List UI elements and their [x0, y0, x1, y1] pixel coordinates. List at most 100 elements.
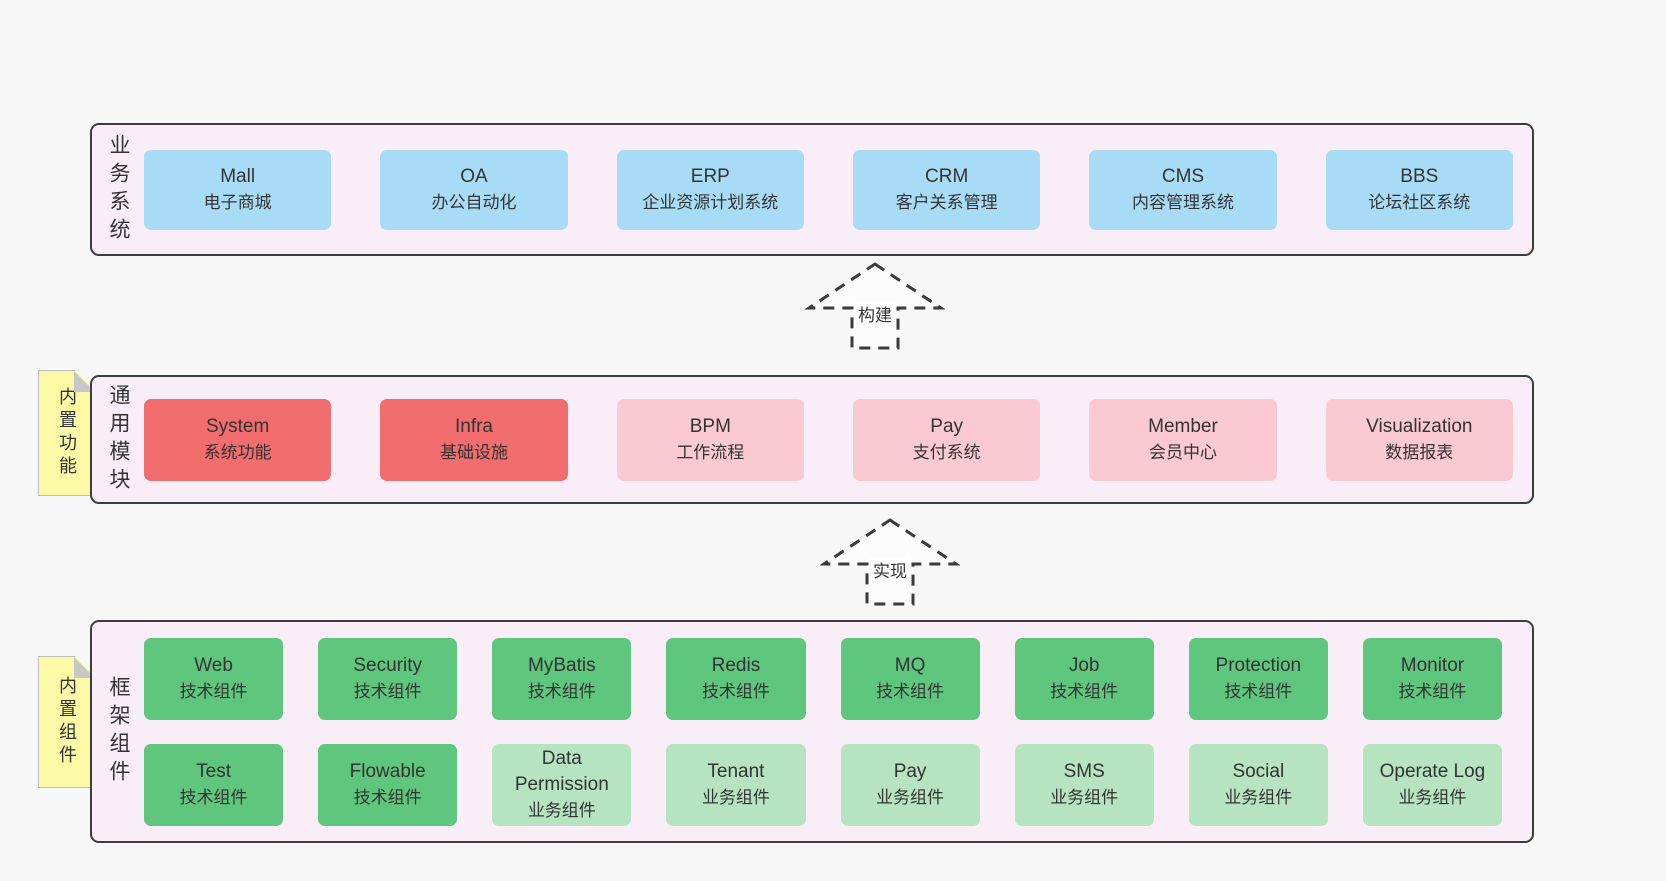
- box-subtitle: 业务组件: [1398, 787, 1467, 807]
- box-operate-log: Operate Log 业务组件: [1362, 743, 1502, 826]
- box-subtitle: 业务组件: [701, 787, 770, 807]
- box-subtitle: 办公自动化: [431, 192, 517, 212]
- box-subtitle: 企业资源计划系统: [642, 192, 779, 212]
- box-subtitle: 技术组件: [701, 681, 770, 701]
- box-erp: ERP 企业资源计划系统: [616, 149, 804, 230]
- box-title: Job: [1068, 654, 1100, 676]
- box-subtitle: 技术组件: [179, 681, 248, 701]
- box-subtitle: 基础设施: [439, 442, 508, 462]
- box-subtitle: 会员中心: [1148, 442, 1217, 462]
- box-title: OA: [460, 165, 488, 187]
- box-subtitle: 技术组件: [179, 787, 248, 807]
- section-framework-components: 框架组件 Web 技术组件 Security 技术组件 MyBatis 技术组件…: [90, 620, 1534, 843]
- sticky-label: 内置组件: [57, 676, 77, 768]
- box-oa: OA 办公自动化: [380, 149, 568, 230]
- box-title: BPM: [689, 415, 731, 437]
- box-web: Web 技术组件: [144, 637, 284, 720]
- sticky-built-in-features: 内置功能: [38, 370, 96, 496]
- box-title: Operate Log: [1379, 760, 1486, 782]
- box-subtitle: 业务组件: [527, 800, 596, 820]
- box-flowable: Flowable 技术组件: [318, 743, 458, 826]
- box-title: Redis: [711, 654, 761, 676]
- box-title: Visualization: [1366, 415, 1473, 437]
- box-job: Job 技术组件: [1014, 637, 1154, 720]
- box-security: Security 技术组件: [318, 637, 458, 720]
- box-title: Protection: [1215, 654, 1302, 676]
- box-title: BBS: [1400, 165, 1439, 187]
- box-subtitle: 客户关系管理: [895, 192, 998, 212]
- box-crm: CRM 客户关系管理: [852, 149, 1041, 230]
- box-title: Security: [353, 654, 422, 676]
- arrow-build: 构建: [805, 261, 945, 351]
- box-title: ERP: [690, 165, 730, 187]
- box-title: Social: [1232, 760, 1285, 782]
- box-title: Member: [1148, 415, 1218, 437]
- box-pay-component: Pay 业务组件: [840, 743, 980, 826]
- business-box-row: Mall 电子商城 OA 办公自动化 ERP 企业资源计划系统 CRM 客户关系…: [144, 125, 1532, 254]
- box-subtitle: 工作流程: [676, 442, 745, 462]
- components-row-1: Web 技术组件 Security 技术组件 MyBatis 技术组件 Redi…: [144, 637, 1502, 720]
- section-label-business-systems: 业务系统: [107, 133, 130, 246]
- box-title: SMS: [1063, 760, 1105, 782]
- box-redis: Redis 技术组件: [666, 637, 806, 720]
- box-title: Tenant: [707, 760, 765, 782]
- box-member: Member 会员中心: [1089, 398, 1277, 481]
- box-title: Mall: [220, 165, 256, 187]
- box-title: Monitor: [1400, 654, 1465, 676]
- modules-box-row: System 系统功能 Infra 基础设施 BPM 工作流程 Pay 支付系统…: [144, 377, 1532, 502]
- box-title: Infra: [454, 415, 493, 437]
- arrow-build-label: 构建: [855, 301, 895, 326]
- box-subtitle: 业务组件: [1224, 787, 1293, 807]
- box-title: CMS: [1161, 165, 1205, 187]
- box-subtitle: 技术组件: [527, 681, 596, 701]
- box-bpm: BPM 工作流程: [616, 398, 804, 481]
- box-subtitle: 论坛社区系统: [1368, 192, 1471, 212]
- box-bbs: BBS 论坛社区系统: [1325, 149, 1513, 230]
- components-row-2: Test 技术组件 Flowable 技术组件 Data Permission …: [144, 743, 1502, 826]
- box-title: Test: [196, 760, 231, 782]
- section-common-modules: 通用模块 System 系统功能 Infra 基础设施 BPM 工作流程 Pay…: [90, 375, 1534, 504]
- box-sms: SMS 业务组件: [1014, 743, 1154, 826]
- box-title: System: [205, 415, 270, 437]
- box-test: Test 技术组件: [144, 743, 284, 826]
- arrow-implement-label: 实现: [870, 557, 910, 582]
- box-subtitle: 数据报表: [1385, 442, 1454, 462]
- section-label-common-modules: 通用模块: [107, 383, 130, 496]
- box-pay-system: Pay 支付系统: [852, 398, 1041, 481]
- box-cms: CMS 内容管理系统: [1089, 149, 1277, 230]
- section-label-framework-components: 框架组件: [107, 675, 130, 788]
- box-subtitle: 系统功能: [203, 442, 272, 462]
- box-mq: MQ 技术组件: [840, 637, 980, 720]
- box-title: Pay: [930, 415, 964, 437]
- box-title: Data Permission: [514, 747, 609, 795]
- box-subtitle: 技术组件: [1224, 681, 1293, 701]
- box-subtitle: 技术组件: [876, 681, 945, 701]
- box-infra: Infra 基础设施: [380, 398, 568, 481]
- box-title: MQ: [894, 654, 926, 676]
- box-title: CRM: [925, 165, 969, 187]
- sticky-built-in-components: 内置组件: [38, 656, 96, 788]
- box-subtitle: 支付系统: [912, 442, 981, 462]
- box-tenant: Tenant 业务组件: [666, 743, 806, 826]
- box-subtitle: 业务组件: [876, 787, 945, 807]
- box-monitor: Monitor 技术组件: [1362, 637, 1502, 720]
- box-title: Web: [194, 654, 233, 676]
- box-system: System 系统功能: [144, 398, 332, 481]
- box-subtitle: 业务组件: [1050, 787, 1119, 807]
- box-visualization: Visualization 数据报表: [1325, 398, 1513, 481]
- box-subtitle: 内容管理系统: [1131, 192, 1234, 212]
- sticky-label: 内置功能: [57, 387, 77, 479]
- box-mybatis: MyBatis 技术组件: [492, 637, 632, 720]
- box-data-permission: Data Permission 业务组件: [492, 743, 632, 826]
- box-subtitle: 技术组件: [1050, 681, 1119, 701]
- box-mall: Mall 电子商城: [144, 149, 332, 230]
- box-protection: Protection 技术组件: [1188, 637, 1328, 720]
- box-subtitle: 电子商城: [203, 192, 272, 212]
- box-subtitle: 技术组件: [353, 681, 422, 701]
- box-title: MyBatis: [528, 654, 596, 676]
- box-subtitle: 技术组件: [353, 787, 422, 807]
- box-title: Flowable: [349, 760, 426, 782]
- box-social: Social 业务组件: [1188, 743, 1328, 826]
- box-subtitle: 技术组件: [1398, 681, 1467, 701]
